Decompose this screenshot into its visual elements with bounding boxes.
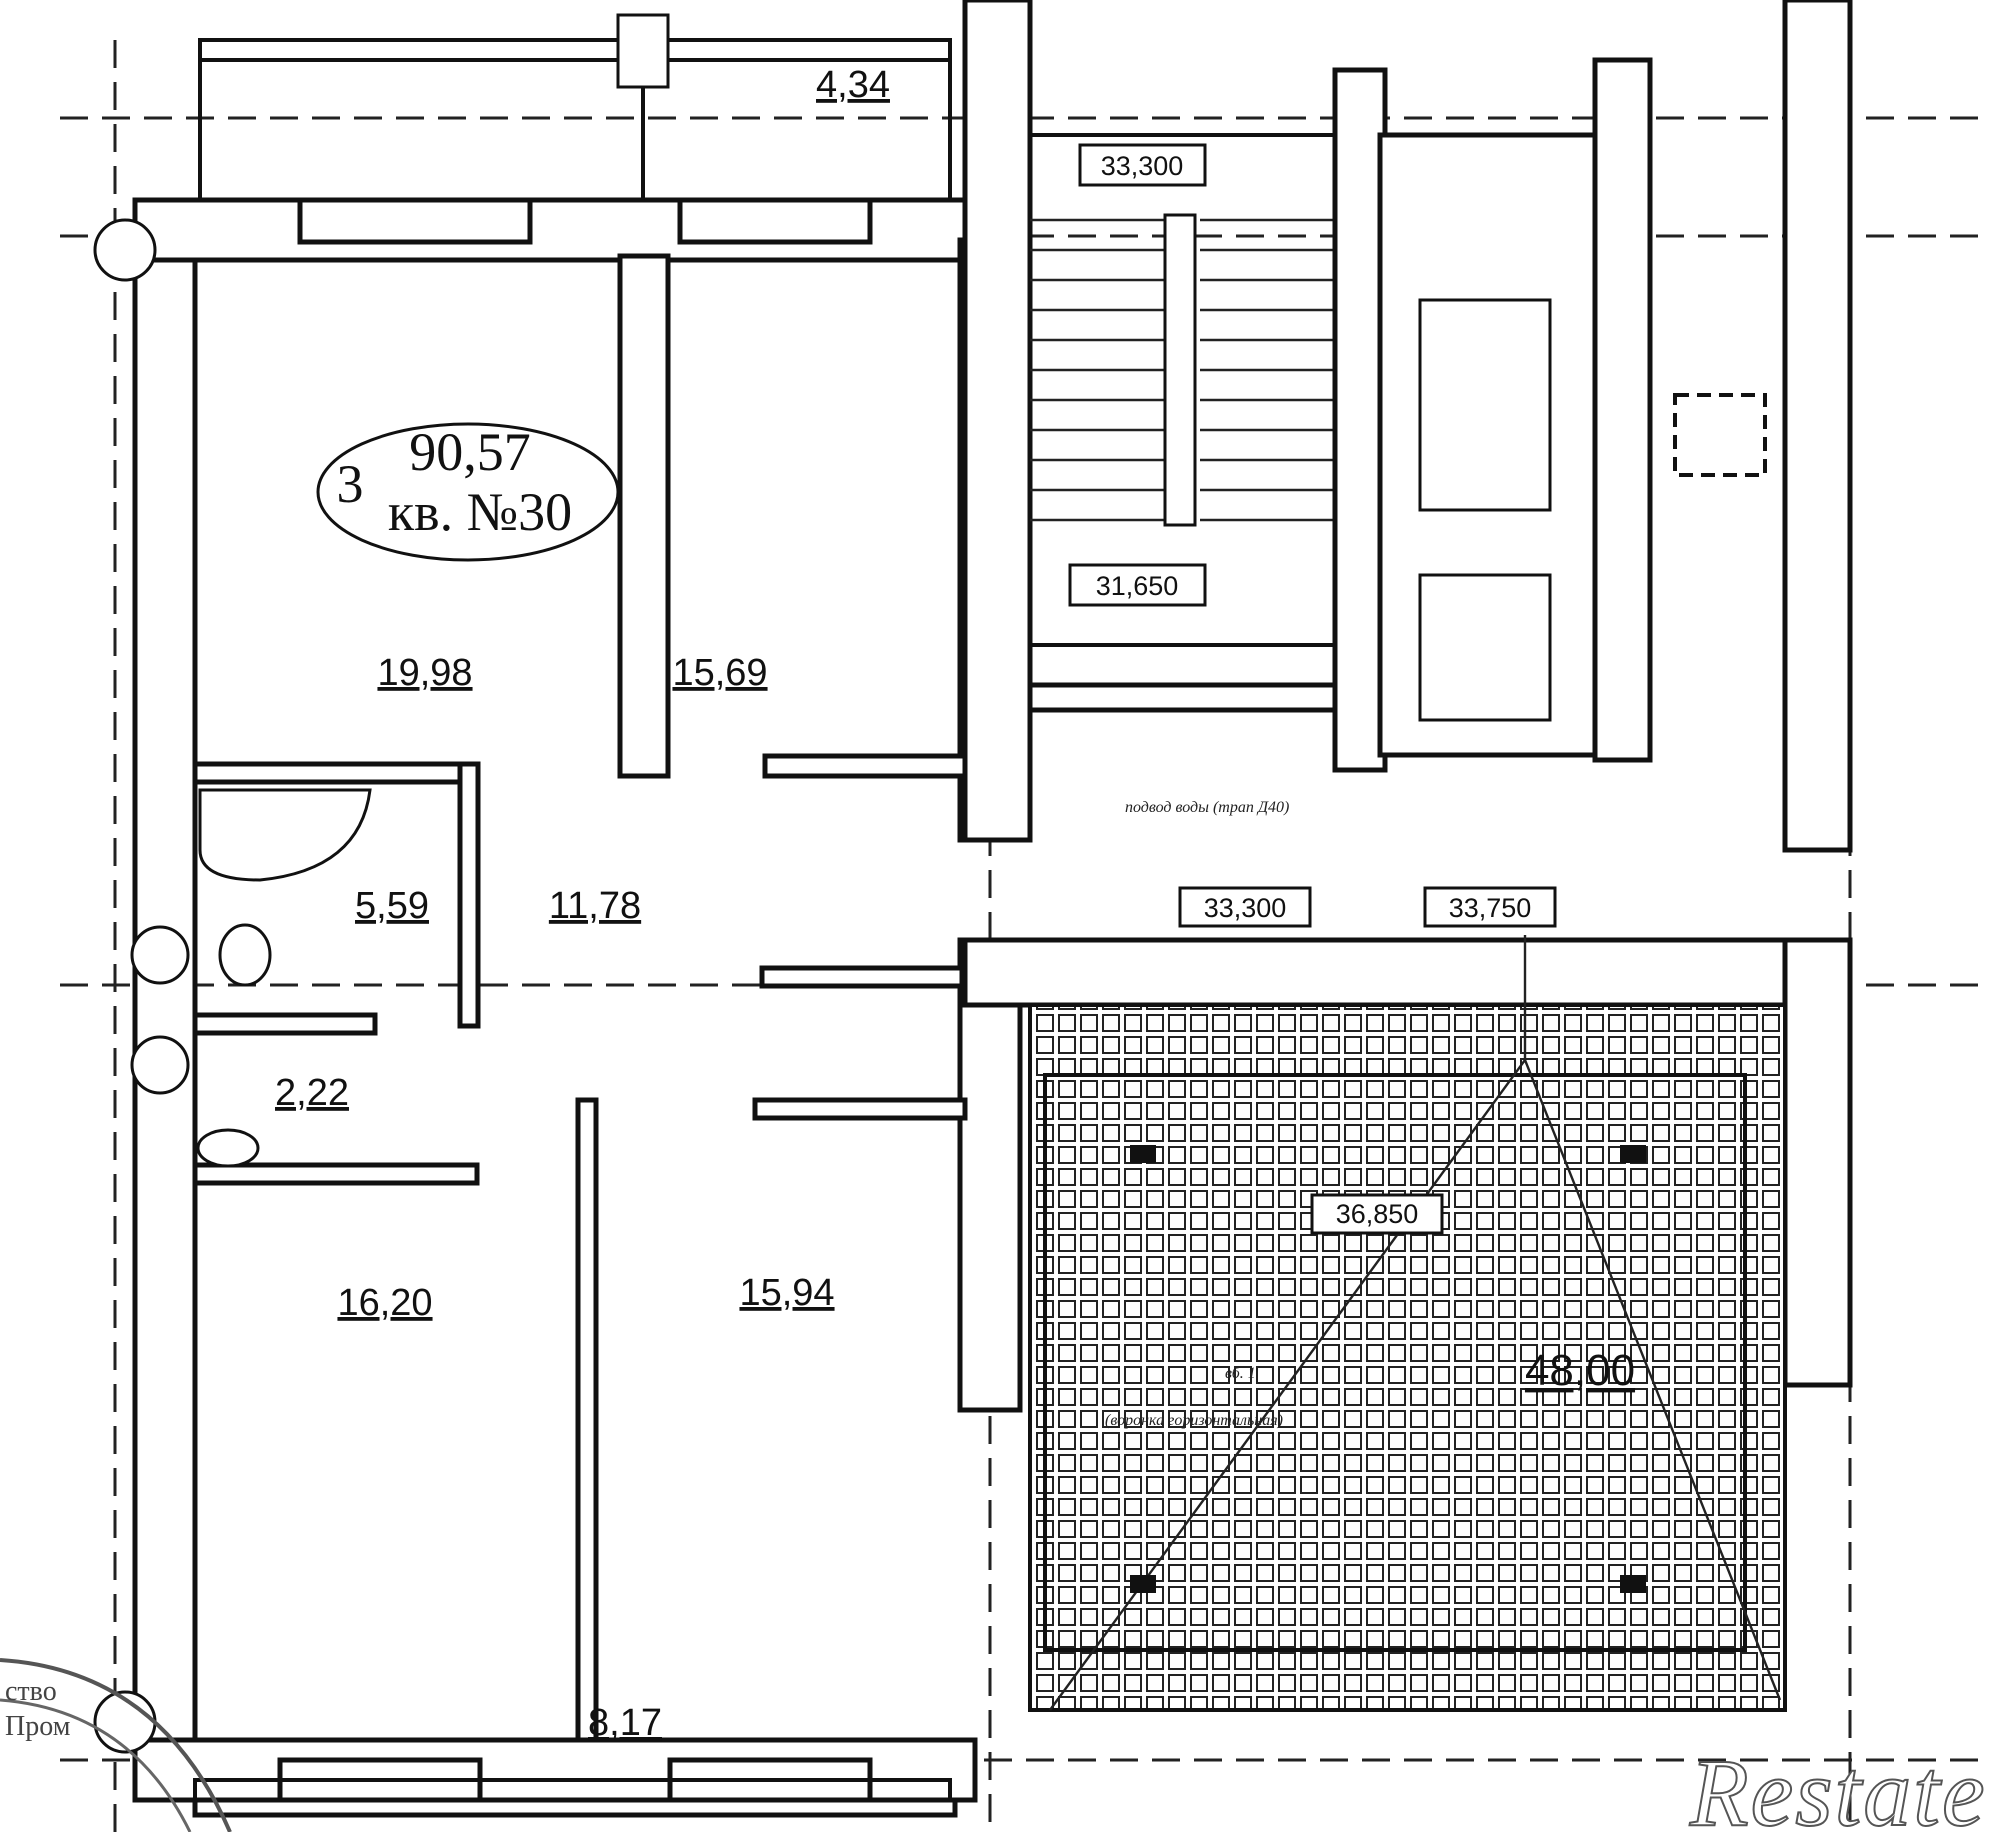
elevator-shafts: [1377, 0, 1853, 853]
svg-text:36,850: 36,850: [1336, 1199, 1419, 1229]
stair-core: [962, 0, 1388, 843]
svg-text:33,750: 33,750: [1449, 893, 1532, 923]
terrace: [962, 935, 1853, 1712]
watermark-logo: Restate: [1689, 1739, 1987, 1832]
roof-note-funnel-mark: вб. 1: [1225, 1365, 1256, 1382]
elevation-mark-landing: 33,300: [1178, 886, 1312, 928]
apartment-walls: [132, 197, 1023, 1803]
sink-icon: [218, 923, 272, 987]
toilet-icon: [196, 1128, 260, 1168]
elevation-mark-roof-step: 33,750: [1423, 886, 1557, 928]
bathtub-icon: [198, 788, 372, 882]
room-area-bedroom-ne: 15,69: [672, 652, 767, 694]
stamp-line-1: ство: [5, 1676, 57, 1707]
stamp-line-2: Пром: [5, 1711, 71, 1742]
room-area-toilet: 2,22: [275, 1072, 349, 1114]
balconies: [192, 13, 958, 1818]
axis-markers: [93, 218, 190, 1754]
elevation-mark-roof-point: 36,850: [1310, 1193, 1444, 1235]
bathroom-fixtures: [196, 788, 372, 1168]
apartment-total-area: 90,57: [409, 422, 531, 482]
apartment-badge: 90,57 кв. №30 3: [316, 422, 620, 562]
svg-text:33,300: 33,300: [1101, 151, 1184, 181]
roof-note-funnel: (воронка горизонтальная): [1105, 1412, 1283, 1429]
room-area-balcony-top: 4,34: [816, 64, 890, 106]
room-area-balcony-bottom: 8,17: [588, 1702, 662, 1744]
roof-note-drain: подвод воды (трап Д40): [1125, 799, 1289, 816]
room-area-living-nw: 19,98: [377, 652, 472, 694]
apartment-number: кв. №30: [388, 482, 572, 542]
room-area-terrace: 48,00: [1525, 1346, 1635, 1395]
stamp: ство Пром: [0, 1658, 232, 1832]
room-area-bedroom-sw: 16,20: [337, 1282, 432, 1324]
room-area-bathroom: 5,59: [355, 885, 429, 927]
room-area-bedroom-se: 15,94: [739, 1272, 834, 1314]
svg-text:33,300: 33,300: [1204, 893, 1287, 923]
elevation-mark-stair-bottom: 31,650: [1068, 563, 1207, 607]
apartment-rooms-mark: 3: [337, 454, 364, 514]
svg-text:31,650: 31,650: [1096, 571, 1179, 601]
elevation-mark-stair-top: 33,300: [1078, 143, 1207, 187]
room-area-hall: 11,78: [549, 885, 641, 927]
